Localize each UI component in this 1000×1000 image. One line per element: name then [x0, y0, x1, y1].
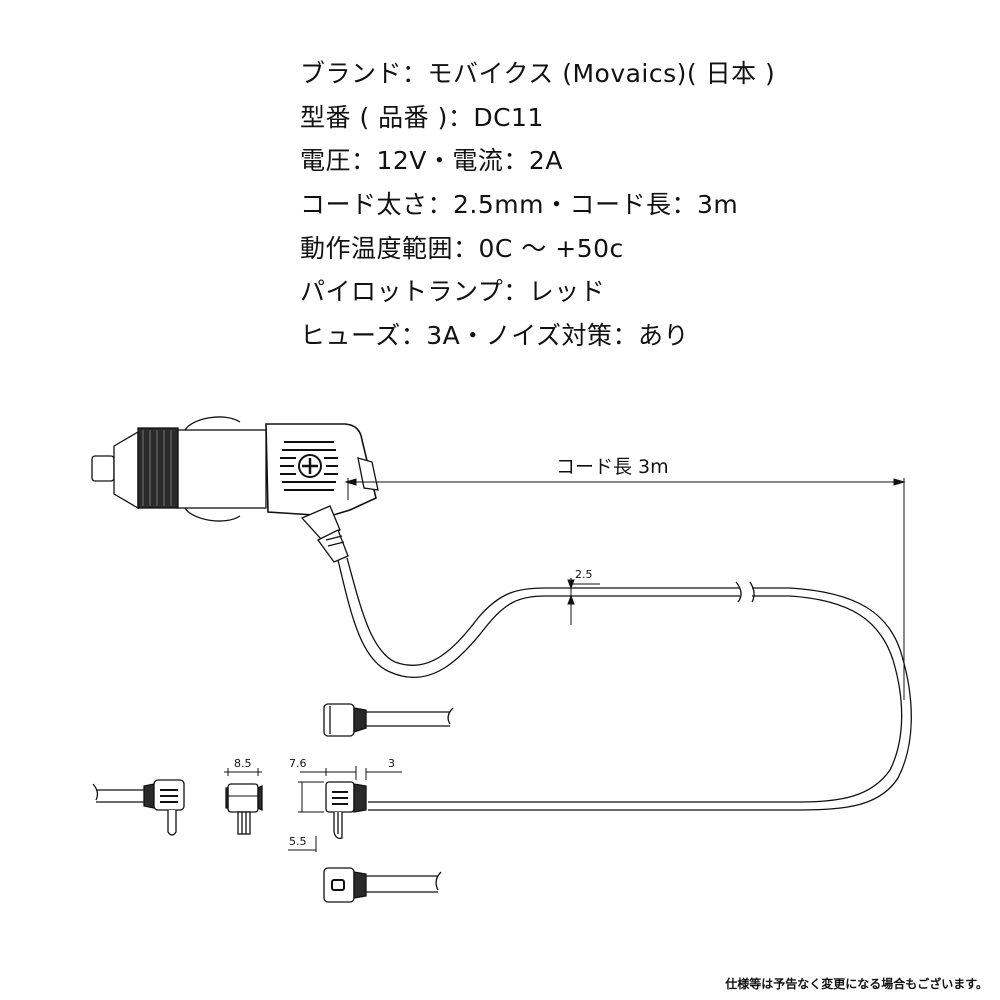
micro-usb-connector-side [288, 766, 402, 852]
disclaimer-note: 仕様等は予告なく変更になる場合もございます。 [725, 977, 988, 991]
micro-usb-connector-top [323, 703, 454, 737]
connector-width-label: 8.5 [234, 757, 252, 770]
spec-fuse-noise: ヒューズ：3A・ノイズ対策：あり [300, 321, 690, 351]
micro-usb-connector-bottom [323, 867, 442, 903]
cord-length-dimension [344, 478, 906, 700]
spec-list: ブランド：モバイクス (Movaics)( 日本 ) 型番 ( 品番 )：DC1… [300, 52, 775, 358]
spec-pilot-lamp: パイロットランプ：レッド [300, 277, 606, 307]
connector-offset-label: 3 [388, 757, 395, 770]
cable [337, 557, 912, 811]
thickness-dimension [567, 578, 600, 625]
connector-length-label: 7.6 [289, 757, 307, 770]
cord-length-label: コード長 3m [556, 456, 669, 478]
micro-usb-connector-front [224, 768, 263, 835]
spec-voltage-current: 電圧：12V・電流：2A [300, 146, 563, 176]
cord-thickness-label: 2.5 [575, 568, 593, 581]
cigarette-plug [91, 416, 379, 563]
connector-height-label: 5.5 [289, 835, 307, 848]
spec-brand: ブランド：モバイクス (Movaics)( 日本 ) [300, 59, 776, 88]
spec-temperature: 動作温度範囲：0C ～ +50c [300, 233, 624, 263]
spec-model: 型番 ( 品番 )：DC11 [300, 102, 544, 132]
micro-usb-connector-left-angle [92, 779, 185, 836]
spec-cord: コード太さ：2.5mm・コード長：3m [300, 190, 739, 220]
